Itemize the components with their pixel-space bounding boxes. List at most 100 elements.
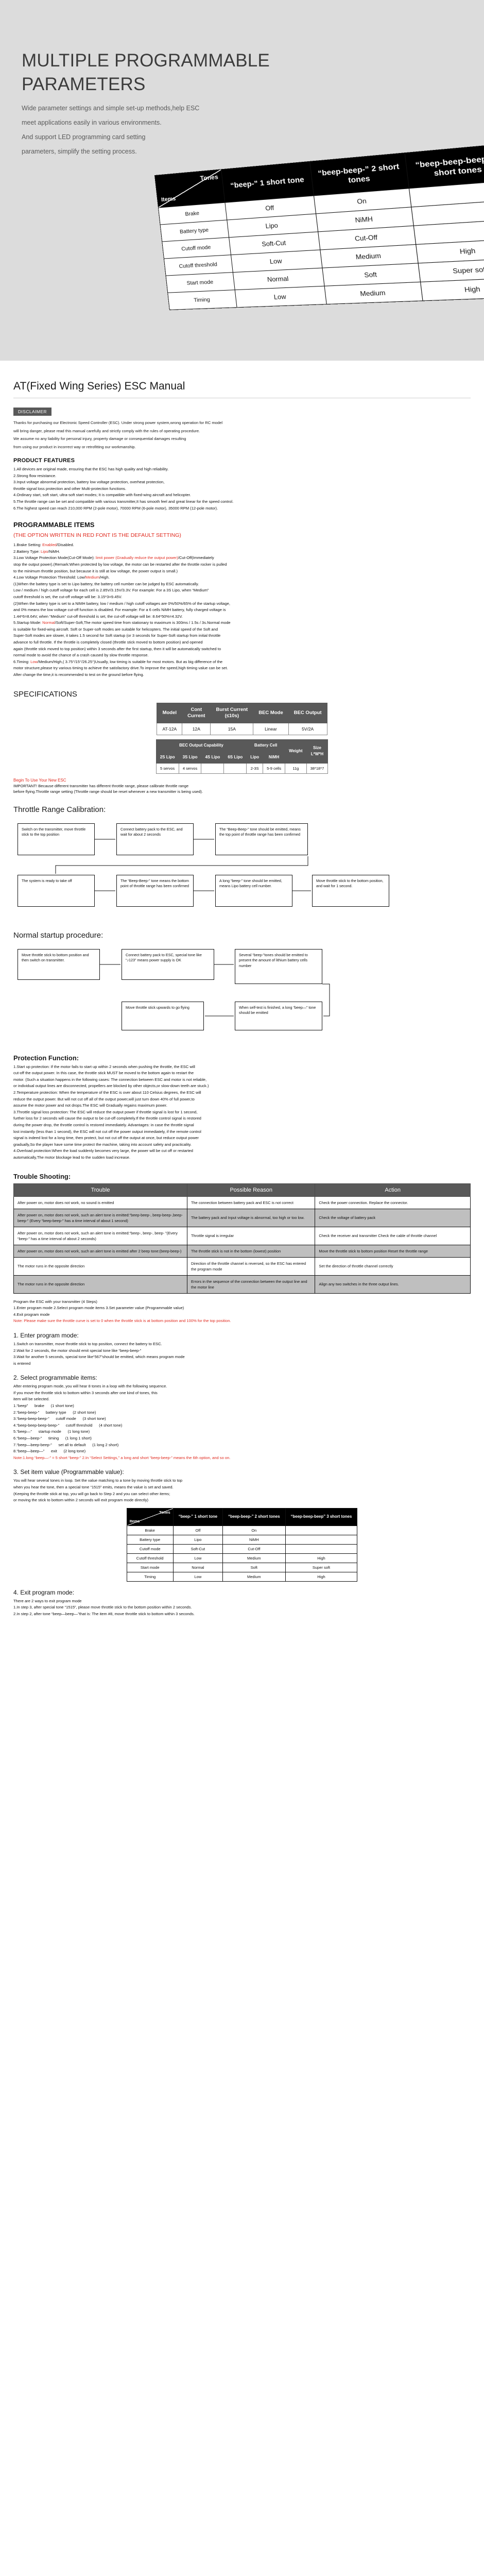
cell-weight: 11g xyxy=(285,762,307,774)
sub-lipo: Lipo xyxy=(246,751,264,764)
list-item: Super-Soft modes are slower, it takes 1.… xyxy=(13,633,221,638)
cell-reason: Throttle signal is irregular xyxy=(187,1226,316,1245)
list-item: advance to full throttle. If the throttl… xyxy=(13,640,203,645)
row-value: Low xyxy=(235,286,327,308)
step1-line: 2.Wait for 2 seconds, the motor should e… xyxy=(13,1348,142,1353)
cell-reason: The throttle stick is not in the bottom … xyxy=(187,1244,316,1258)
row-value: NiMH xyxy=(222,1534,286,1545)
startup-procedure-heading: Normal startup procedure: xyxy=(13,930,103,940)
begin-note-line1: Begin To Use Your New ESC xyxy=(13,777,66,783)
col-bec-capability: BEC Output Capability xyxy=(155,739,247,752)
hero-tone-table: Tones Items “beep-” 1 short tone “beep-b… xyxy=(154,143,484,310)
sub-nimh: NiMH xyxy=(263,751,286,764)
cell-action: Set the direction of throttle channel co… xyxy=(315,1257,471,1276)
begin-note-line3: before flying.Throttle range setting (Th… xyxy=(13,789,203,794)
col-action: Action xyxy=(315,1183,471,1197)
table-row: AT-12A 12A 15A Linear 5V/2A xyxy=(157,722,327,735)
cell-action: Check the power connection. Replace the … xyxy=(315,1196,471,1209)
troubleshooting-body: After power on, motor does not work, no … xyxy=(13,1196,471,1294)
program-esc-line1: Program the ESC with your transmitter (4… xyxy=(13,1299,97,1304)
list-item: 4.Ordinary start, soft start, ultra-soft… xyxy=(13,493,191,498)
startup-flow-arrows xyxy=(100,964,330,1016)
list-item: and 0% means the low voltage cut-off fun… xyxy=(13,607,226,613)
step3-line: when you hear the tone, then a special t… xyxy=(13,1485,174,1489)
startup-flow: Move throttle stick to bottom position a… xyxy=(13,945,471,1043)
list-item: 6.Timing: Low/Medium/High,( 3.75°/15°/26… xyxy=(13,659,223,664)
list-item: automatically,The motor blockage lead to… xyxy=(13,1155,130,1160)
row-value: High xyxy=(285,1553,358,1563)
sub-6s: 6S Lipo xyxy=(223,751,247,764)
step2-note: Note:1.long “beep—-” = 5 short “beep-” 2… xyxy=(13,1455,231,1460)
step1-heading: 1. Enter program mode: xyxy=(13,1331,79,1339)
list-item: 3.Throttle signal loss protection: The E… xyxy=(13,1109,198,1114)
list-item: 6.The highest speed can reach 210,000 RP… xyxy=(13,505,218,511)
cell-3s: 4 servos xyxy=(178,762,202,774)
row-item: Cutoff threshold xyxy=(126,1553,174,1563)
list-item: signal is indeed lost for a long time, t… xyxy=(13,1136,199,1141)
flow-box: A long “beep-” tone should be emitted, m… xyxy=(215,874,292,907)
throttle-calibration-heading: Throttle Range Calibration: xyxy=(13,805,106,814)
list-item: 4.Low Voltage Protection Threshold: Low/… xyxy=(13,575,110,580)
sub-4s: 4S Lipo xyxy=(201,751,224,764)
cell-cont-current: 12A xyxy=(182,722,211,735)
tone-list-item: 2.“beep-beep-” battery type (2 short ton… xyxy=(13,1410,96,1415)
default-value: Enabled xyxy=(42,543,57,548)
programmable-items-list: 1.Brake Setting: Enabled/Disabled.2.Batt… xyxy=(13,542,471,678)
list-item: reduce the output power. But will not cu… xyxy=(13,1096,195,1101)
list-item: (2)When the battery type is set to a NIM… xyxy=(13,601,230,606)
hero-title: MULTIPLE PROGRAMMABLE PARAMETERS xyxy=(22,50,270,94)
list-item: 1.Brake Setting: Enabled/Disabled. xyxy=(13,543,74,548)
cell-4s xyxy=(201,762,224,774)
list-item: gradually,So the player have some time p… xyxy=(13,1142,192,1147)
row-value: Low xyxy=(172,1553,223,1563)
tone-list-item: 7.“beep—beep-beep-” set all to default (… xyxy=(13,1442,119,1447)
troubleshooting-table: Trouble Possible Reason Action After pow… xyxy=(13,1183,471,1294)
tone-list-item: 1.“beep” brake (1 short tone) xyxy=(13,1403,74,1409)
row-item: Cutoff mode xyxy=(126,1544,174,1554)
flow-box: The “Beep-Beep-” tone means the bottom p… xyxy=(116,874,194,907)
cell-action: Check the receiver and transmitter Check… xyxy=(315,1226,471,1245)
disclaimer-line: will bring danger, please read this manu… xyxy=(13,428,200,433)
step4-line: 2.In step 2, after tone “beep—beep—”that… xyxy=(13,1611,195,1616)
row-value: Lipo xyxy=(172,1534,223,1545)
step3-line: or moving the stick to bottom within 2 s… xyxy=(13,1498,149,1503)
begin-note-line2: IMPORTANT! Because different transmitter… xyxy=(13,783,189,788)
col-reason: Possible Reason xyxy=(187,1183,316,1197)
troubleshooting-heading: Trouble Shooting: xyxy=(13,1172,71,1180)
corner-items-label: Items xyxy=(129,1518,140,1523)
cell-trouble: After power on, motor does not work, suc… xyxy=(13,1244,188,1258)
list-item: 5.The throttle range can be set and comp… xyxy=(13,499,234,504)
row-value: High xyxy=(285,1571,358,1582)
table-corner-header: Tones Items xyxy=(154,169,225,208)
hero-subtitle: Wide parameter settings and simple set-u… xyxy=(22,101,243,159)
program-esc-line2b: 4.Exit program mode xyxy=(13,1312,50,1317)
programmable-red-note: (THE OPTION WRITTEN IN RED FONT IS THE D… xyxy=(13,532,181,539)
row-value: High xyxy=(420,277,484,301)
disclaimer-line: Thanks for purchasing our Electronic Spe… xyxy=(13,420,223,425)
row-value xyxy=(285,1534,358,1545)
sub-3s: 3S Lipo xyxy=(178,751,202,764)
cell-trouble: After power on, motor does not work, suc… xyxy=(13,1226,188,1245)
default-value: Normal xyxy=(42,620,55,625)
flow-box: The system is ready to take off xyxy=(18,874,95,907)
default-value: limit power (Gradually reduce the output… xyxy=(95,555,178,561)
cell-lipo: 2-3S xyxy=(246,762,264,774)
corner-tones-label: Tones xyxy=(199,173,219,182)
cell-bec-mode: Linear xyxy=(253,722,289,735)
cell-action: Check the voltage of battery pack xyxy=(315,1208,471,1227)
flow-box: Several “beep-”tones should be emitted t… xyxy=(235,948,322,984)
step3-line: (Keeping the throttle stick at top, you … xyxy=(13,1491,170,1496)
throttle-calibration-flow: Switch on the transmitter, move throttle… xyxy=(13,819,471,920)
flow-box: The “Beep-Beep-” tone should be emitted,… xyxy=(215,823,308,855)
table-row: After power on, motor does not work, no … xyxy=(13,1196,471,1209)
list-item: during the power drop, the throttle cont… xyxy=(13,1122,194,1127)
table-row: After power on, motor does not work, suc… xyxy=(13,1244,471,1258)
row-item: Start mode xyxy=(166,272,235,293)
manual-title: AT(Fixed Wing Series) ESC Manual xyxy=(13,380,185,392)
tone-header-2: “beep-beep-” 2 short tones xyxy=(222,1507,286,1526)
row-value: Medium xyxy=(222,1571,286,1582)
